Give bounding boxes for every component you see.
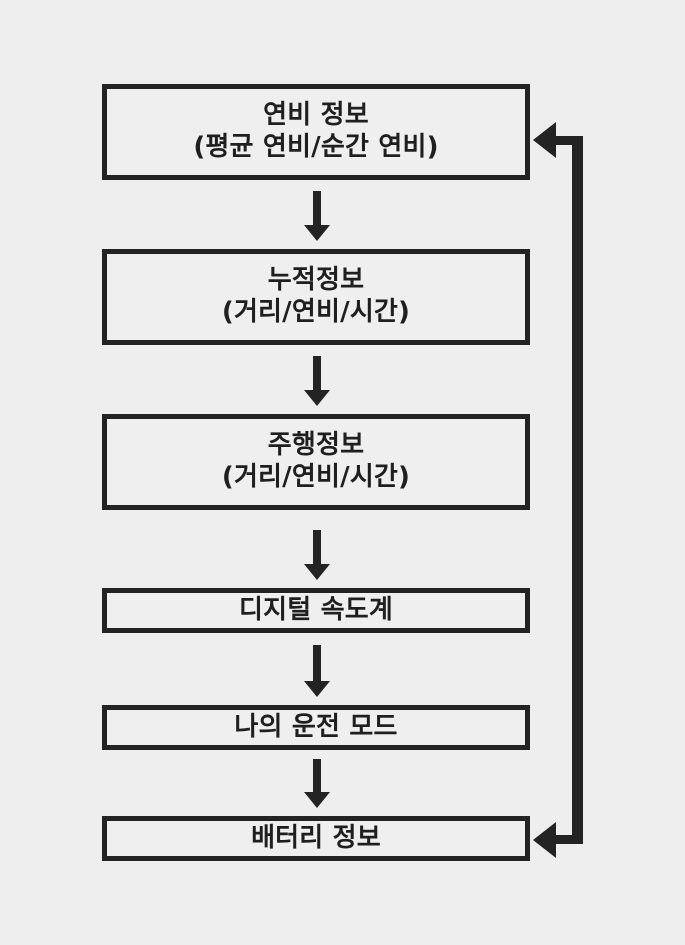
node-label-line: 배터리 정보 bbox=[251, 822, 381, 853]
node-trip-info[interactable]: 주행정보 (거리/연비/시간) bbox=[102, 414, 530, 510]
arrow-down-icon bbox=[304, 356, 330, 406]
arrow-down-icon bbox=[304, 645, 330, 697]
node-accumulated-info[interactable]: 누적정보 (거리/연비/시간) bbox=[102, 249, 530, 345]
arrow-head bbox=[304, 225, 330, 241]
arrow-shaft bbox=[313, 759, 321, 792]
arrow-down-icon bbox=[304, 530, 330, 580]
arrow-head bbox=[304, 390, 330, 406]
arrow-left-icon bbox=[533, 122, 556, 158]
node-label-line: (평균 연비/순간 연비) bbox=[193, 132, 439, 162]
loop-connector-bottom-shaft bbox=[547, 835, 583, 844]
node-label-line: 디지털 속도계 bbox=[239, 594, 393, 625]
node-digital-speedometer[interactable]: 디지털 속도계 bbox=[102, 588, 530, 633]
node-my-driving-mode[interactable]: 나의 운전 모드 bbox=[102, 705, 530, 750]
node-label-line: 나의 운전 모드 bbox=[234, 711, 398, 742]
arrow-shaft bbox=[313, 645, 321, 681]
arrow-shaft bbox=[313, 530, 321, 564]
node-label-line: 연비 정보 bbox=[263, 100, 369, 131]
node-label-line: 누적정보 bbox=[267, 265, 365, 296]
arrow-shaft bbox=[313, 356, 321, 390]
arrow-left-icon bbox=[533, 822, 556, 858]
arrow-down-icon bbox=[304, 191, 330, 241]
arrow-shaft bbox=[313, 191, 321, 225]
node-label-line: 주행정보 bbox=[267, 430, 365, 461]
node-fuel-economy-info[interactable]: 연비 정보 (평균 연비/순간 연비) bbox=[102, 84, 530, 180]
arrow-head bbox=[304, 564, 330, 580]
node-battery-info[interactable]: 배터리 정보 bbox=[102, 816, 530, 861]
arrow-down-icon bbox=[304, 759, 330, 808]
loop-connector-top-shaft bbox=[547, 136, 583, 145]
loop-connector-vertical bbox=[572, 136, 583, 844]
node-label-line: (거리/연비/시간) bbox=[221, 462, 411, 492]
arrow-head bbox=[304, 792, 330, 808]
arrow-head bbox=[304, 681, 330, 697]
node-label-line: (거리/연비/시간) bbox=[221, 297, 411, 327]
